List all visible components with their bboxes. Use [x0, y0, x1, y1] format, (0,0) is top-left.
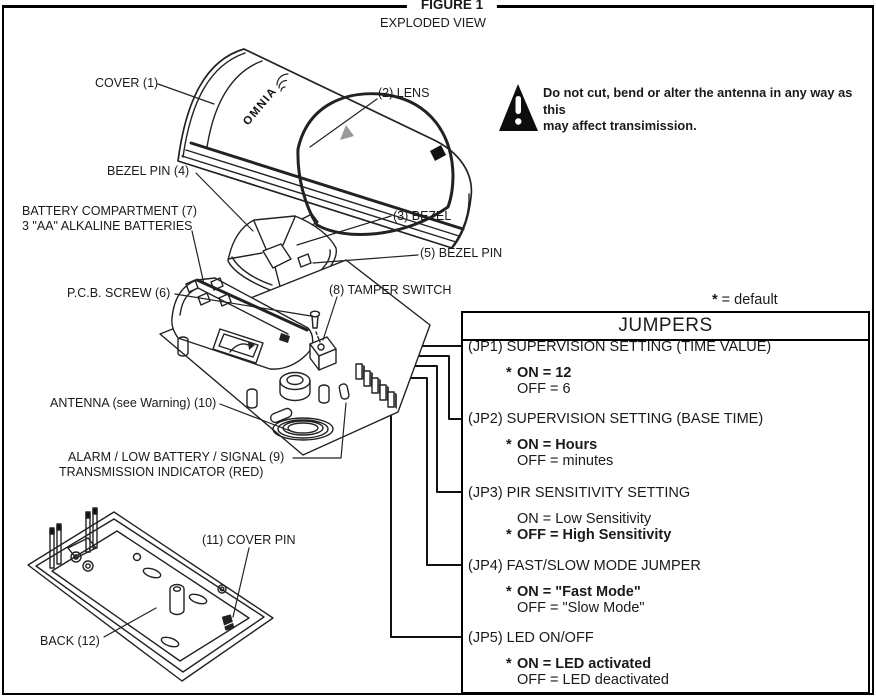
jumper-entry-jp3: (JP3) PIR SENSITIVITY SETTING ON = Low S…	[468, 485, 864, 543]
round-component	[279, 371, 311, 402]
jumpers-table: JUMPERS (JP1) SUPERVISION SETTING (TIME …	[461, 311, 870, 694]
standoff-posts	[177, 336, 330, 409]
label-alarm-indicator-line2: TRANSMISSION INDICATOR (RED)	[59, 465, 264, 479]
logo-signal-waves-icon	[276, 73, 289, 92]
jumper-option: OFF = "Slow Mode"	[506, 599, 864, 617]
jumper-option: ON = Low Sensitivity	[506, 511, 864, 528]
label-bezel: (3) BEZEL	[393, 209, 452, 223]
warning-text: Do not cut, bend or alter the antenna in…	[543, 85, 873, 135]
label-bezel-pin-4: BEZEL PIN (4)	[107, 164, 190, 178]
pcb-screw-drawing	[309, 310, 321, 343]
label-cover: COVER (1)	[95, 76, 159, 90]
label-antenna: ANTENNA (see Warning) (10)	[50, 396, 217, 410]
back-plate-drawing	[27, 507, 274, 682]
jumper-option-text: OFF = High Sensitivity	[517, 526, 672, 543]
default-star: *	[712, 292, 718, 308]
jumper-title: (JP5) LED ON/OFF	[468, 630, 594, 646]
jumper-option-text: OFF = "Slow Mode"	[517, 599, 645, 616]
warning-line2: may affect transimission.	[543, 118, 697, 133]
jumper-option-text: ON = Hours	[517, 437, 598, 453]
jumper-pins-drawing	[355, 363, 397, 409]
label-bezel-pin-5: (5) BEZEL PIN	[420, 246, 503, 260]
label-lens: (2) LENS	[378, 86, 430, 100]
jumper-option: * ON = LED activated	[506, 656, 864, 673]
jumper-option-text: OFF = minutes	[517, 452, 614, 469]
jumper-option: * ON = Hours	[506, 437, 864, 454]
jumper-option: OFF = LED deactivated	[506, 671, 864, 689]
pcb-drawing	[159, 259, 431, 456]
leader-lines	[103, 83, 419, 638]
jumper-option-text: ON = "Fast Mode"	[517, 584, 641, 600]
default-star: *	[506, 526, 512, 543]
warning-triangle-icon	[499, 84, 538, 131]
jumper-option: OFF = 6	[506, 380, 864, 398]
cover-slot	[430, 145, 446, 161]
battery-compartment-drawing	[171, 277, 314, 370]
default-star: *	[506, 656, 512, 672]
tamper-switch-drawing	[309, 336, 337, 371]
label-back: BACK (12)	[40, 634, 100, 648]
default-star: *	[506, 584, 512, 600]
jumper-option: * ON = 12	[506, 365, 864, 382]
jumper-option: * ON = "Fast Mode"	[506, 584, 864, 601]
default-star: *	[506, 437, 512, 453]
jumper-entry-jp4: (JP4) FAST/SLOW MODE JUMPER * ON = "Fast …	[468, 558, 864, 616]
jumper-title: (JP1) SUPERVISION SETTING (TIME VALUE)	[468, 339, 772, 355]
jumpers-table-header: JUMPERS	[463, 313, 868, 341]
warning-line1: Do not cut, bend or alter the antenna in…	[543, 85, 853, 117]
label-tamper-switch: (8) TAMPER SWITCH	[329, 283, 452, 297]
jumper-option: * OFF = High Sensitivity	[506, 526, 864, 544]
jumper-option-text: ON = 12	[517, 365, 572, 381]
jumper-entry-jp5: (JP5) LED ON/OFF * ON = LED activated OFF…	[468, 630, 864, 688]
default-star: *	[506, 365, 512, 381]
mounting-clips	[49, 507, 98, 569]
jumper-option-text: OFF = LED deactivated	[517, 671, 669, 688]
cover-pin-part	[221, 614, 237, 631]
led-indicator-part	[338, 383, 350, 400]
jumper-option-text: ON = LED activated	[517, 656, 652, 672]
jumper-title: (JP4) FAST/SLOW MODE JUMPER	[468, 558, 701, 574]
jumper-entry-jp2: (JP2) SUPERVISION SETTING (BASE TIME) * O…	[468, 411, 864, 469]
label-cover-pin: (11) COVER PIN	[202, 533, 296, 547]
small-component	[269, 407, 293, 424]
label-alarm-indicator-line1: ALARM / LOW BATTERY / SIGNAL (9)	[68, 450, 285, 464]
figure-subtitle: EXPLODED VIEW	[380, 15, 486, 30]
bezel-pin-5-part	[297, 253, 312, 268]
jumper-title: (JP3) PIR SENSITIVITY SETTING	[468, 485, 691, 501]
jumper-entry-jp1: (JP1) SUPERVISION SETTING (TIME VALUE) *…	[468, 339, 864, 397]
jumper-option-text: ON = Low Sensitivity	[517, 511, 652, 527]
default-legend: *= default	[712, 292, 778, 308]
lens-triangle-mark	[340, 125, 354, 140]
default-legend-text: = default	[721, 292, 778, 308]
figure-title: FIGURE 1	[406, 0, 498, 12]
jumper-option: OFF = minutes	[506, 452, 864, 470]
label-pcb-screw: P.C.B. SCREW (6)	[67, 286, 171, 300]
jumper-option-text: OFF = 6	[517, 380, 571, 397]
label-battery-compartment: BATTERY COMPARTMENT (7) 3 "AA" ALKALINE …	[22, 204, 198, 233]
jumper-title: (JP2) SUPERVISION SETTING (BASE TIME)	[468, 411, 764, 427]
